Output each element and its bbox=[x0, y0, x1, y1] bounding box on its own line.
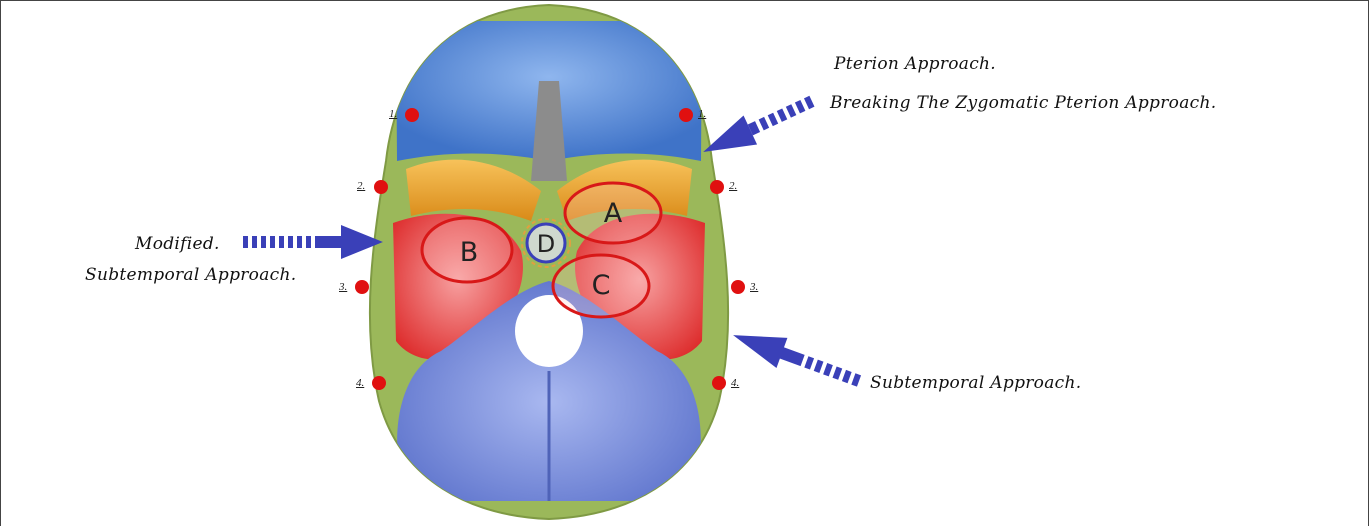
region-c-label: C bbox=[581, 271, 621, 301]
label-subtemporal-modified: Subtemporal Approach. bbox=[85, 265, 296, 285]
arrow-pterion bbox=[696, 87, 818, 167]
marker-left-4 bbox=[372, 376, 386, 390]
region-d-label: D bbox=[526, 229, 566, 259]
label-subtemporal-approach: Subtemporal Approach. bbox=[870, 373, 1081, 393]
marker-left-1 bbox=[405, 108, 419, 122]
marker-right-4-label: 4. bbox=[731, 377, 739, 389]
arrow-modified-subtemporal bbox=[243, 225, 383, 259]
marker-left-3 bbox=[355, 280, 369, 294]
region-a-label: A bbox=[593, 199, 633, 229]
label-breaking-zygomatic-approach: Breaking The Zygomatic Pterion Approach. bbox=[830, 93, 1216, 113]
marker-left-2 bbox=[374, 180, 388, 194]
marker-left-4-label: 4. bbox=[356, 377, 364, 389]
marker-right-3 bbox=[731, 280, 745, 294]
marker-left-2-label: 2. bbox=[357, 180, 365, 192]
marker-right-2-label: 2. bbox=[729, 180, 737, 192]
marker-left-3-label: 3. bbox=[339, 281, 347, 293]
label-pterion-approach: Pterion Approach. bbox=[834, 54, 996, 74]
marker-right-3-label: 3. bbox=[750, 281, 758, 293]
marker-right-1 bbox=[679, 108, 693, 122]
arrow-subtemporal bbox=[728, 320, 865, 396]
region-b-label: B bbox=[449, 238, 489, 268]
marker-right-1-label: 1. bbox=[698, 108, 706, 120]
marker-right-4 bbox=[712, 376, 726, 390]
label-modified: Modified. bbox=[135, 234, 220, 254]
marker-right-2 bbox=[710, 180, 724, 194]
marker-left-1-label: 1. bbox=[389, 108, 397, 120]
